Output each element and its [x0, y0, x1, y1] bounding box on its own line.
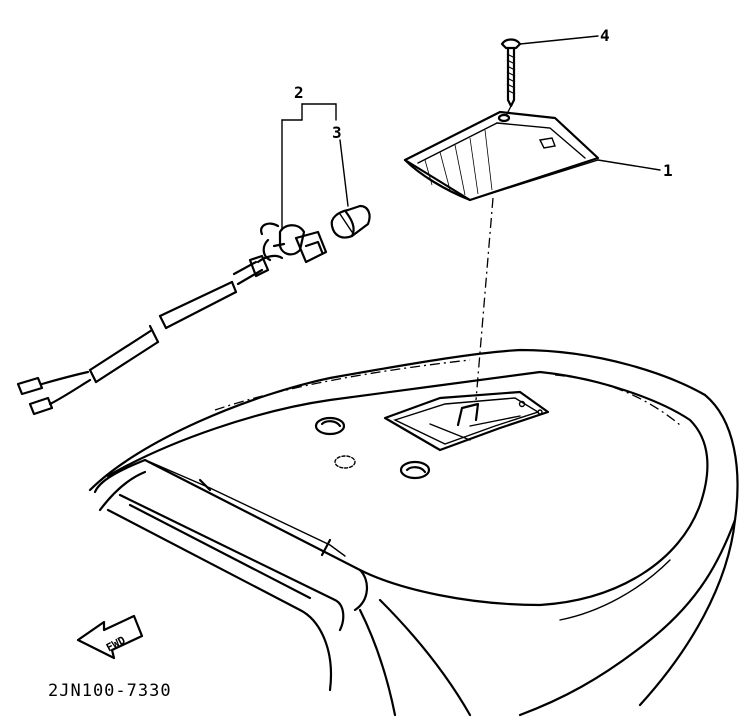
drawing-code: 2JN100-7330	[48, 681, 172, 701]
callout-1: 1	[663, 161, 673, 180]
part-2-socket-harness	[16, 222, 328, 416]
callout-4: 4	[600, 26, 610, 45]
callout-2: 2	[294, 83, 304, 102]
alignment-line	[475, 197, 494, 401]
part-4-screw	[500, 38, 522, 119]
callout-leaders	[281, 35, 661, 231]
fwd-arrow-icon: FWD	[76, 614, 144, 660]
fwd-label: FWD	[104, 633, 128, 654]
lamp-base-mount	[383, 390, 550, 452]
rear-fender	[88, 348, 739, 717]
part-3-bulb	[330, 204, 371, 239]
part-1-light-lens	[403, 110, 600, 202]
callout-3: 3	[332, 123, 342, 142]
